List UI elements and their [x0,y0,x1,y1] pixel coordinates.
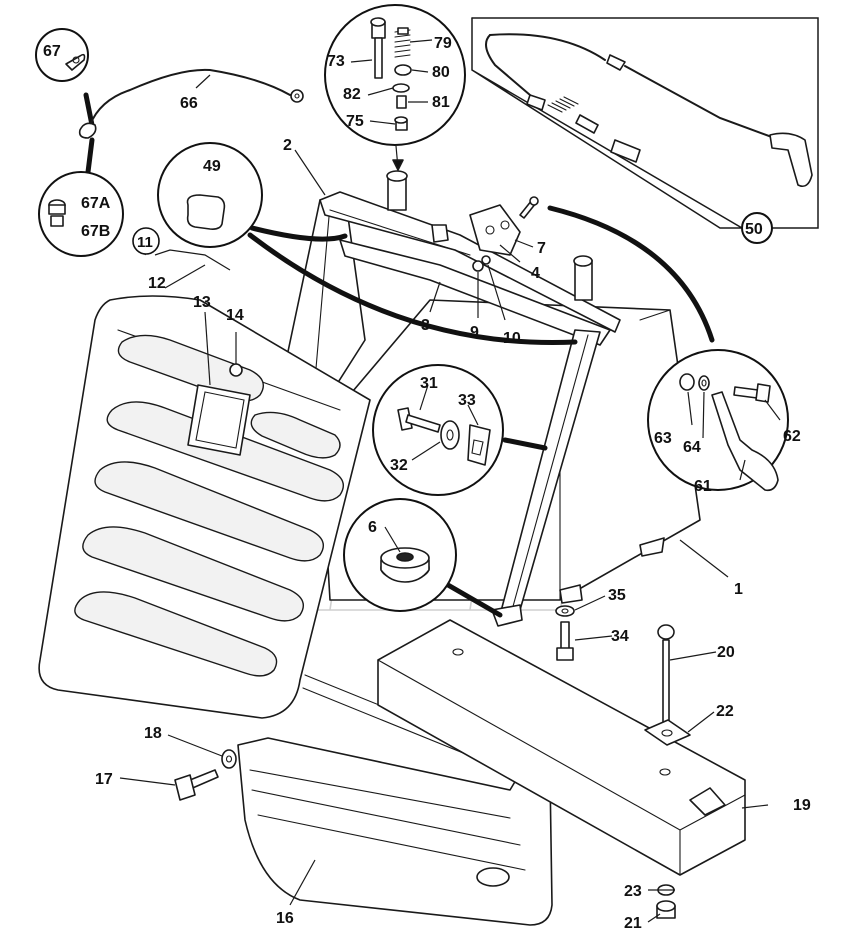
label-22: 22 [716,703,734,720]
callout-67 [35,28,89,82]
label-11: 11 [137,234,153,251]
callout-67ab [38,171,124,257]
label-12: 12 [148,275,166,292]
label-31: 31 [420,375,438,392]
bolt-7 [519,196,539,219]
plate-22 [644,719,691,746]
cable-66 [78,68,304,139]
label-17: 17 [95,771,113,788]
washer-35 [555,605,575,617]
label-23: 23 [624,883,642,900]
bumper [237,674,553,926]
label-67a: 67A [81,195,111,212]
label-1: 1 [734,581,743,598]
label-4: 4 [531,265,540,282]
connector-49 [249,225,348,242]
bolt-20 [657,624,675,729]
callout-50-circle [741,212,773,244]
callout-6 [343,498,457,612]
label-61: 61 [694,478,712,495]
part-labels: 1 2 3 4 6 7 9 10 11 12 13 14 16 17 18 19… [43,35,811,932]
label-7: 7 [537,240,546,257]
callout-31-33 [372,364,504,496]
connector-33 [502,437,548,451]
washer-18 [221,749,237,769]
label-64: 64 [683,439,701,456]
connector-67b [85,137,95,175]
label-63: 63 [654,430,672,447]
nut-21 [656,900,676,919]
label-81: 81 [432,94,450,111]
callout-49 [157,142,263,248]
label-73: 73 [327,53,345,70]
label-33: 33 [458,392,476,409]
grille-panel [38,295,371,719]
label-10: 10 [503,330,521,347]
label-19: 19 [793,797,811,814]
label-32: 32 [390,457,408,474]
connector-50 [547,205,715,343]
label-79: 79 [434,35,452,52]
connector-6 [445,582,503,618]
label-16: 16 [276,910,294,927]
label-67: 67 [43,43,61,60]
connector-67 [83,92,95,128]
label-62: 62 [783,428,801,445]
bolt-17 [174,769,219,801]
leader-lines [119,39,781,923]
label-75: 75 [346,113,364,130]
callout-11-circle [132,227,160,255]
label-34: 34 [611,628,629,645]
counterweight [377,619,746,876]
label-82: 82 [343,86,361,103]
label-6: 6 [368,519,377,536]
label-13: 13 [193,294,211,311]
label-14: 14 [226,307,244,324]
label-67b: 67B [81,223,110,240]
connector-49b [247,232,578,346]
nut-washer-9-10 [472,255,491,272]
label-80: 80 [432,64,450,81]
label-18: 18 [144,725,162,742]
label-66: 66 [180,95,198,112]
callout-50-box [471,17,819,229]
label-9: 9 [470,324,479,341]
label-21: 21 [624,915,642,932]
callout-61-64 [647,349,789,492]
label-50: 50 [745,221,763,238]
label-2: 2 [283,137,292,154]
label-3: 3 [421,317,430,334]
label-49: 49 [203,158,221,175]
bolt-34 [556,621,574,661]
label-35: 35 [608,587,626,604]
label-20: 20 [717,644,735,661]
